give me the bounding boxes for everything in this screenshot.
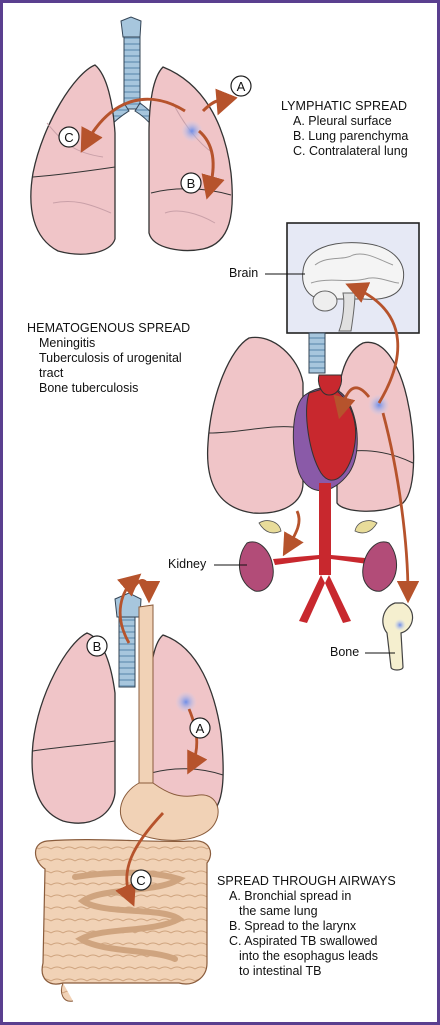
hematogenous-item: tract [39, 366, 64, 380]
marker-airway-c: C [130, 869, 152, 891]
illustration: A B C A B C [30, 16, 420, 1002]
marker-airway-a: A [189, 717, 211, 739]
lymphatic-item: B. Lung parenchyma [293, 129, 409, 143]
digestive-tract [34, 604, 219, 1002]
tb-focus [181, 120, 203, 142]
lymphatic-lungs [30, 16, 238, 255]
airway-item: A. Bronchial spread in [229, 889, 352, 903]
lymphatic-title: LYMPHATIC SPREAD [281, 99, 408, 113]
bone [382, 602, 414, 671]
svg-text:B: B [93, 639, 102, 654]
svg-text:A: A [196, 721, 205, 736]
marker-lymph-c: C [58, 126, 80, 148]
airway-item: B. Spread to the larynx [229, 919, 357, 933]
svg-text:B: B [187, 176, 196, 191]
tb-focus [368, 394, 390, 416]
hematogenous-legend: HEMATOGENOUS SPREAD Meningitis Tuberculo… [27, 321, 190, 396]
hematogenous-item: Meningitis [39, 336, 96, 350]
lymphatic-legend: LYMPHATIC SPREAD A. Pleural surface B. L… [281, 99, 408, 159]
hematogenous-item: Tuberculosis of urogenital [39, 351, 182, 365]
kidney-label: Kidney [168, 557, 207, 571]
brain-label: Brain [229, 266, 259, 280]
airway-legend: SPREAD THROUGH AIRWAYS A. Bronchial spre… [217, 874, 396, 979]
marker-lymph-a: A [230, 75, 252, 97]
svg-text:C: C [136, 873, 145, 888]
kidney-left [239, 541, 274, 592]
airway-item: to intestinal TB [239, 964, 322, 978]
lymphatic-item: A. Pleural surface [293, 114, 392, 128]
svg-text:C: C [64, 130, 73, 145]
lymphatic-item: C. Contralateral lung [293, 144, 408, 158]
airway-item: C. Aspirated TB swallowed [229, 934, 378, 948]
hematogenous-item: Bone tuberculosis [39, 381, 139, 395]
bone-label: Bone [330, 645, 360, 659]
airway-title: SPREAD THROUGH AIRWAYS [217, 874, 396, 888]
hematogenous-title: HEMATOGENOUS SPREAD [27, 321, 191, 335]
airway-lungs [31, 592, 224, 824]
airway-item: into the esophagus leads [239, 949, 378, 963]
marker-airway-b: B [86, 635, 108, 657]
marker-lymph-b: B [180, 172, 202, 194]
brain-inset [286, 222, 420, 334]
aorta-kidneys [239, 483, 397, 623]
svg-text:A: A [237, 79, 246, 94]
airway-item: the same lung [239, 904, 318, 918]
kidney-right [362, 541, 397, 592]
